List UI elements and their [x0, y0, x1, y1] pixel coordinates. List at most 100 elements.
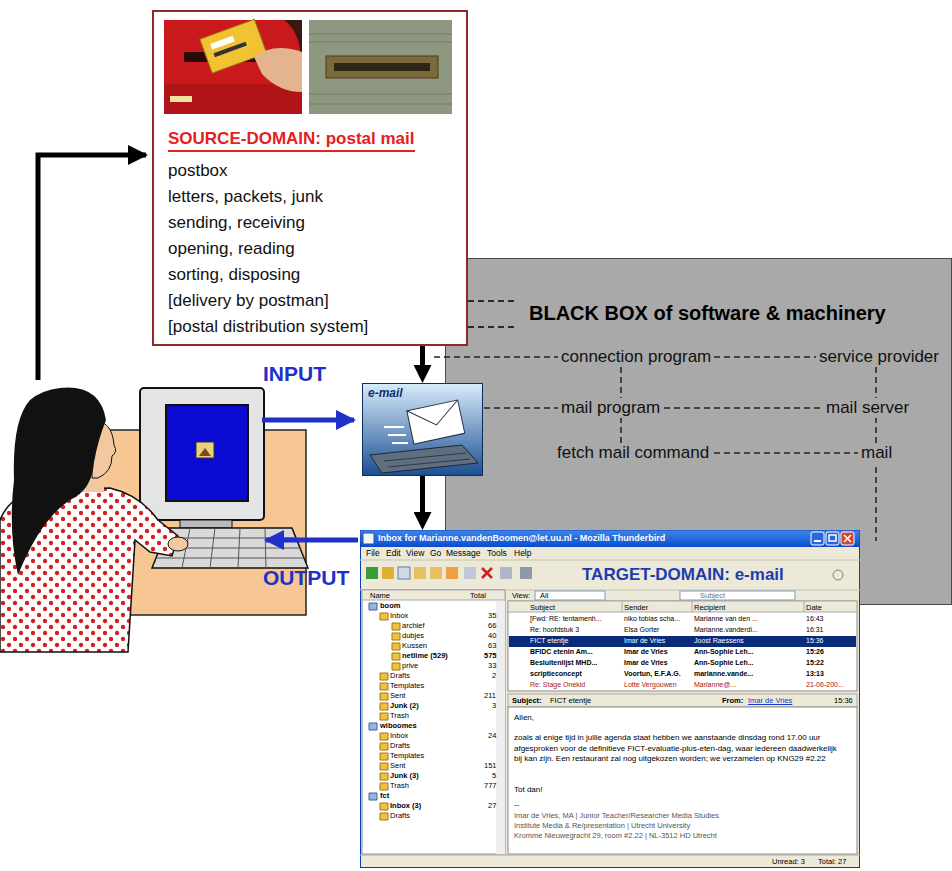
- folder-name: boom: [380, 602, 400, 611]
- component-term: mail: [858, 443, 895, 463]
- message-sender: Imar de Vries: [624, 648, 668, 656]
- list-item: [delivery by postman]: [168, 288, 454, 314]
- list-item: opening, reading: [168, 236, 454, 262]
- menu-item: Edit: [386, 549, 401, 559]
- message-recipient: Marianne@...: [694, 681, 736, 689]
- component-term: service provider: [816, 347, 942, 367]
- flow-arrow: [420, 346, 425, 377]
- folder-count: 27: [488, 802, 496, 811]
- preview-field: From:: [722, 697, 743, 706]
- folder-count: 63: [488, 642, 496, 651]
- folder-name: Sent: [390, 762, 405, 771]
- preview-field: Subject:: [512, 697, 542, 706]
- mail-body: Tot dan!: [514, 785, 542, 794]
- view-select: All: [540, 592, 548, 601]
- message-subject: Re: Stage Onekid: [530, 681, 585, 689]
- folder-count: 24: [488, 732, 496, 741]
- folder-name: Junk (3): [390, 772, 419, 781]
- io-label: INPUT: [263, 362, 326, 386]
- email-icon: e-mail: [362, 383, 483, 476]
- preview-value: Imar de Vries: [748, 697, 792, 706]
- message-subject: BFIDC etenin Am...: [530, 648, 593, 656]
- message-recipient: Ann-Sophie Leh...: [694, 648, 754, 656]
- preview-value: FICT etentje: [550, 697, 591, 706]
- folder-name: prive: [402, 662, 418, 671]
- message-date: 21-06-200...: [806, 681, 844, 689]
- mail-body: --: [514, 800, 519, 809]
- folder-name: netlime (529): [402, 652, 448, 661]
- message-sender: niko tobias scha...: [624, 615, 680, 623]
- list-item: letters, packets, junk: [168, 184, 454, 210]
- message-sender: Imar de Vries: [624, 637, 665, 645]
- column-header: Total: [470, 592, 486, 601]
- computer-monitor: [140, 388, 264, 528]
- menu-item: View: [406, 549, 424, 559]
- folder-count: 66: [488, 622, 496, 631]
- folder-name: Templates: [390, 682, 424, 691]
- message-subject: FICT etentje: [530, 637, 568, 645]
- message-subject: scriptieconcept: [530, 670, 582, 678]
- folder-name: Inbox: [390, 732, 408, 741]
- list-item: [postal distribution system]: [168, 314, 454, 340]
- folder-count: 211: [484, 692, 496, 701]
- message-recipient: Marianne.vanderdi...: [694, 626, 758, 634]
- menu-item: Go: [430, 549, 441, 559]
- woman-figure: [0, 388, 188, 652]
- message-sender: Voortun, E.F.A.G.: [624, 670, 681, 678]
- message-sender: Elsa Gorter: [624, 626, 659, 634]
- status-text: Unread: 3: [772, 858, 805, 867]
- message-sender: Lotte Vergouwen: [624, 681, 677, 689]
- message-date: 16:43: [806, 615, 824, 623]
- source-domain-box: SOURCE-DOMAIN: postal mail postboxletters…: [152, 10, 468, 346]
- folder-name: Junk (2): [390, 702, 419, 711]
- signature: Imar de Vries, MA | Junior Teacher/Resea…: [514, 812, 719, 821]
- column-header: Sender: [624, 604, 648, 613]
- menu-item: Help: [514, 549, 531, 559]
- folder-count: 575: [484, 652, 497, 661]
- folder-name: Templates: [390, 752, 424, 761]
- message-date: 15:26: [806, 648, 824, 656]
- message-recipient: Joost Raessens: [694, 637, 744, 645]
- folder-count: 151: [484, 762, 497, 771]
- message-subject: Re: hoofdstuk 3: [530, 626, 579, 634]
- message-recipient: marianne.vande...: [694, 670, 753, 678]
- flow-arrow: [420, 476, 425, 524]
- search-field: Subject: [700, 592, 725, 601]
- menu-item: Message: [446, 549, 481, 559]
- column-header: Subject: [530, 604, 555, 613]
- folder-name: wiboomes: [380, 722, 417, 731]
- mail-body: Allen,: [514, 713, 534, 722]
- menu-item: File: [366, 549, 380, 559]
- folder-name: Drafts: [390, 812, 410, 821]
- folder-count: 33: [488, 662, 496, 671]
- folder-name: Drafts: [390, 742, 410, 751]
- list-item: postbox: [168, 158, 454, 184]
- folder-count: 777: [484, 782, 497, 791]
- signature: Kromme Nieuwegracht 29, room #2.22 | NL-…: [514, 832, 717, 841]
- folder-name: dubjes: [402, 632, 424, 641]
- message-date: 16:31: [806, 626, 824, 634]
- message-date: 15:36: [806, 637, 824, 645]
- domain-heading: SOURCE-DOMAIN: postal mail: [168, 128, 415, 152]
- message-recipient: Ann-Sophie Leh...: [694, 659, 754, 667]
- column-header: Recipient: [694, 604, 725, 613]
- folder-count: 5: [492, 772, 496, 781]
- signature: Institute Media & Re/presentation | Utre…: [514, 822, 690, 831]
- folder-name: archief: [402, 622, 425, 631]
- message-recipient: Marianne van den ...: [694, 615, 758, 623]
- domain-heading: TARGET-DOMAIN: e-mail: [582, 565, 784, 585]
- message-subject: Besluitenlijst MHD...: [530, 659, 597, 667]
- postal-photos: [154, 12, 466, 120]
- folder-name: fct: [380, 792, 389, 801]
- folder-count: 40: [488, 632, 496, 641]
- column-header: Date: [806, 604, 822, 613]
- component-term: mail server: [823, 398, 912, 418]
- folder-name: Trash: [390, 782, 409, 791]
- folder-name: Inbox (3): [390, 802, 421, 811]
- folder-count: 3: [492, 702, 496, 711]
- mail-body: zoals al enige tijd in jullie agenda sta…: [514, 733, 844, 765]
- status-text: Total: 27: [818, 858, 846, 867]
- component-term: connection program: [558, 347, 714, 367]
- view-label: View:: [512, 592, 530, 601]
- component-term: mail program: [558, 398, 663, 418]
